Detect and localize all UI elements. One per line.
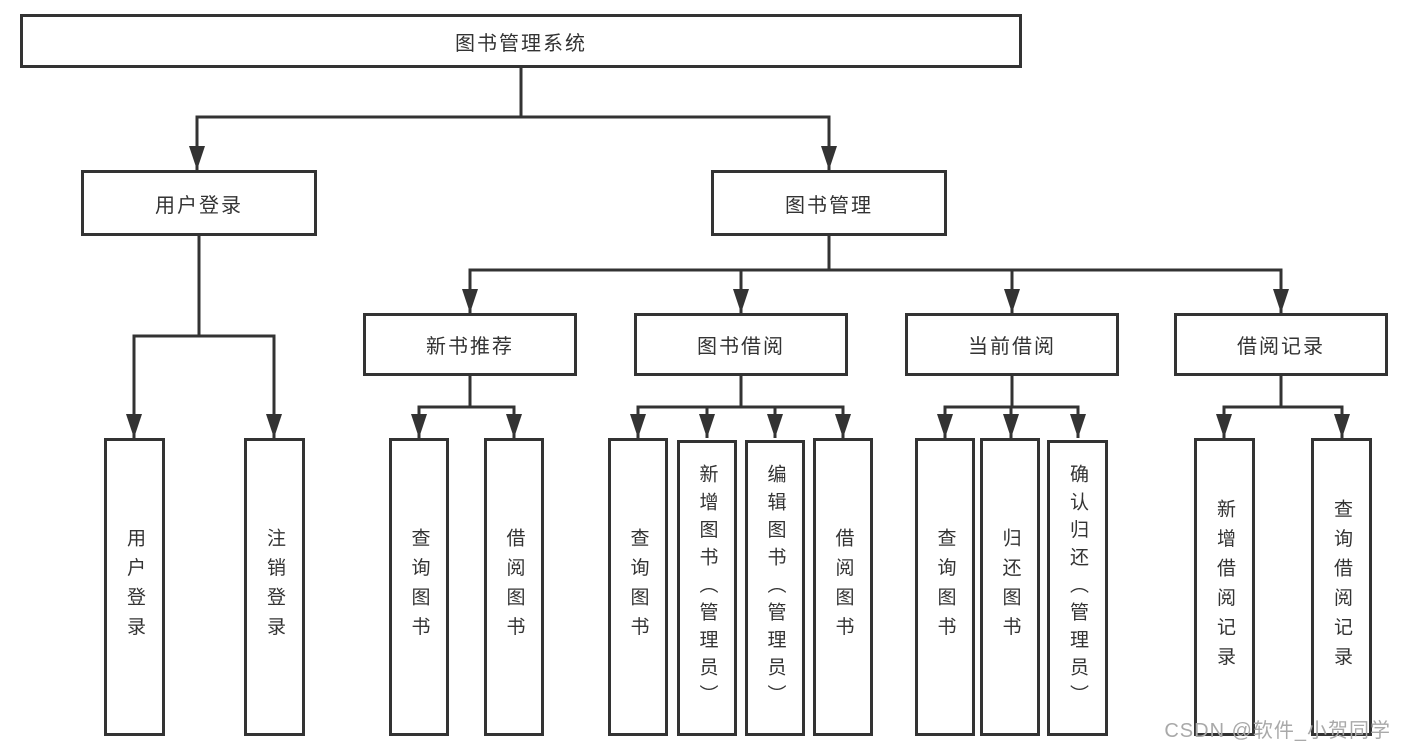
- csdn-watermark: CSDN @软件_小贺同学: [1164, 720, 1391, 742]
- connector-bookmgmt-split: [468, 268, 1283, 313]
- node-label: 图书管理: [785, 194, 873, 217]
- leaf-edit-book-admin: 编辑图书（管理员）: [745, 440, 805, 736]
- node-book-borrowing: 图书借阅: [634, 313, 848, 376]
- connector-borrowing-split: [636, 405, 845, 438]
- connector-recommend-split: [417, 405, 516, 438]
- leaf-label: 注销登录: [264, 528, 285, 646]
- leaf-query-books-recommend: 查询图书: [389, 438, 449, 736]
- leaf-label: 新增图书（管理员）: [696, 464, 718, 712]
- node-label: 当前借阅: [968, 336, 1056, 358]
- leaf-query-books-current: 查询图书: [915, 438, 975, 736]
- leaf-label: 借阅图书: [503, 528, 525, 646]
- node-library-management-system: 图书管理系统: [20, 14, 1022, 68]
- node-label: 新书推荐: [426, 336, 514, 358]
- node-label: 图书借阅: [697, 336, 785, 358]
- connector-records-split: [1222, 405, 1344, 438]
- leaf-label: 查询图书: [408, 528, 430, 646]
- leaf-query-books-borrowing: 查询图书: [608, 438, 668, 736]
- leaf-label: 归还图书: [999, 528, 1021, 646]
- node-borrowing-records: 借阅记录: [1174, 313, 1388, 376]
- leaf-borrow-books-recommend: 借阅图书: [484, 438, 544, 736]
- connector-userlogin-split: [132, 334, 276, 438]
- leaf-logout: 注销登录: [244, 438, 305, 736]
- leaf-add-book-admin: 新增图书（管理员）: [677, 440, 737, 736]
- node-new-book-recommendation: 新书推荐: [363, 313, 577, 376]
- leaf-label: 确认归还（管理员）: [1067, 464, 1088, 712]
- leaf-user-login: 用户登录: [104, 438, 165, 736]
- node-current-borrowing: 当前借阅: [905, 313, 1119, 376]
- node-label: 用户登录: [155, 194, 243, 217]
- leaf-label: 查询借阅记录: [1331, 498, 1352, 676]
- leaf-label: 借阅图书: [832, 528, 854, 646]
- arrowheads: [126, 146, 1350, 438]
- leaf-borrow-books-borrowing: 借阅图书: [813, 438, 873, 736]
- node-label: 借阅记录: [1237, 336, 1325, 358]
- leaf-label: 用户登录: [124, 528, 145, 646]
- leaf-return-books: 归还图书: [980, 438, 1040, 736]
- node-book-management: 图书管理: [711, 170, 947, 236]
- leaf-label: 查询图书: [627, 528, 649, 646]
- leaf-label: 新增借阅记录: [1214, 498, 1235, 676]
- leaf-label: 编辑图书（管理员）: [764, 464, 786, 712]
- leaf-add-borrow-record: 新增借阅记录: [1194, 438, 1255, 736]
- node-user-login: 用户登录: [81, 170, 317, 236]
- connector-root-split: [195, 115, 831, 170]
- leaf-query-borrow-record: 查询借阅记录: [1311, 438, 1372, 736]
- leaf-label: 查询图书: [934, 528, 956, 646]
- leaf-confirm-return-admin: 确认归还（管理员）: [1047, 440, 1108, 736]
- node-label: 图书管理系统: [455, 32, 587, 55]
